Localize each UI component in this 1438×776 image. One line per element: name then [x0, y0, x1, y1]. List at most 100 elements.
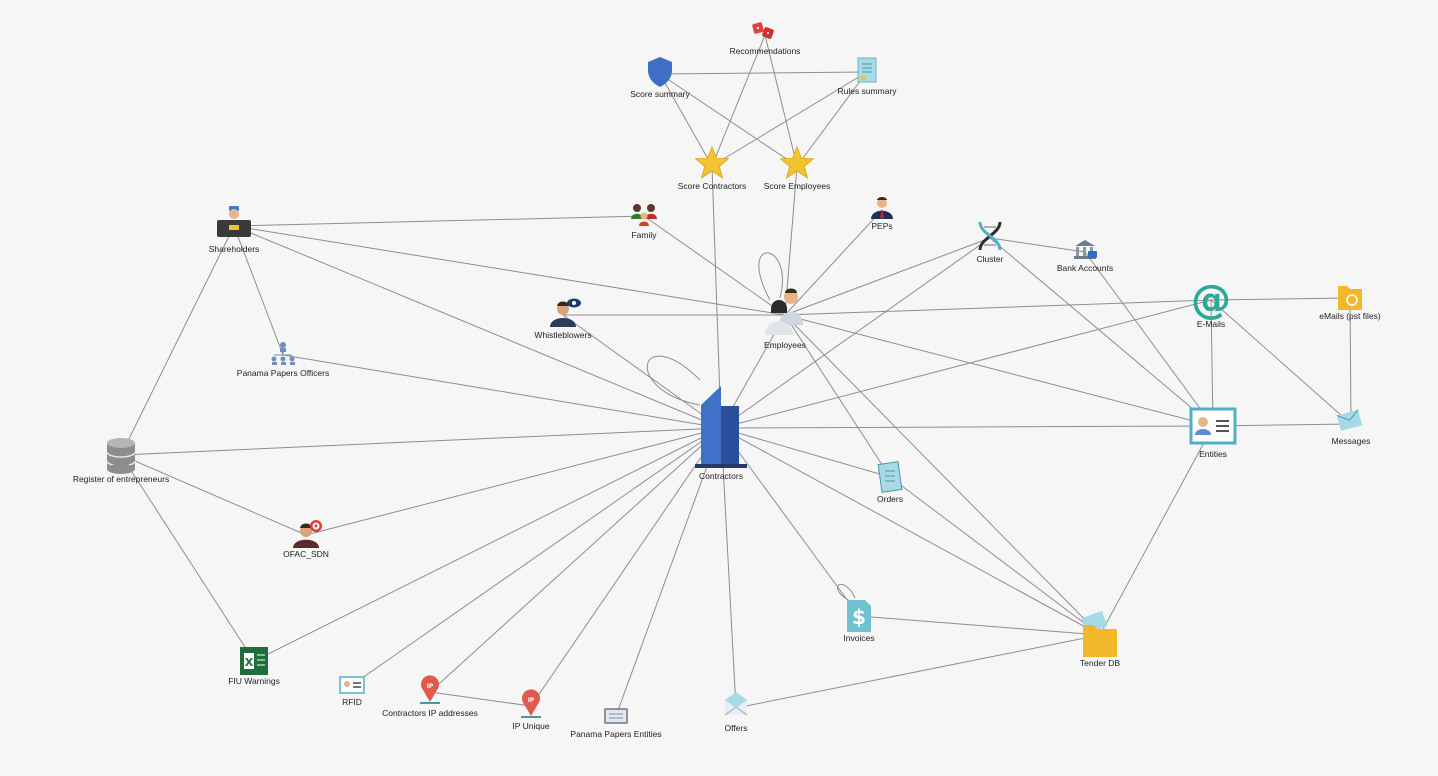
node-orders[interactable]: Orders: [877, 461, 903, 504]
node-panama-entities[interactable]: Panama Papers Entities: [570, 708, 662, 739]
edge-emails_pst-messages: [1349, 297, 1352, 425]
edge-shareholders-family: [233, 215, 645, 227]
edge-contractors-contractors_ip: [429, 427, 722, 693]
edge-emails-contractors: [720, 299, 1212, 429]
dna-icon: [978, 221, 1002, 251]
edge-emails-employees: [784, 299, 1212, 316]
edge-register-fiu: [120, 454, 255, 662]
self-loop-contractors: [646, 355, 701, 406]
screen-icon: [604, 708, 628, 724]
node-label: Entities: [1199, 449, 1227, 459]
document-icon: [857, 57, 877, 83]
businessman-icon: [217, 206, 251, 237]
node-label: PEPs: [871, 221, 892, 231]
node-label: eMails (pst files): [1319, 311, 1381, 321]
svg-text:IP: IP: [427, 683, 434, 690]
edge-cluster-employees: [784, 237, 991, 316]
edge-contractors-entities: [720, 425, 1214, 429]
edge-contractors-invoices: [720, 427, 860, 617]
edge-score_summary-rules_summary: [659, 71, 868, 75]
node-tender-db[interactable]: Tender DB: [1080, 610, 1120, 668]
id-card-icon: [1189, 407, 1237, 445]
self-loops-layer: [646, 252, 856, 601]
node-score-employees[interactable]: Score Employees: [764, 145, 831, 191]
node-messages[interactable]: Messages: [1332, 409, 1371, 446]
edge-score_summary-score_employees: [659, 73, 798, 167]
node-bank-accounts[interactable]: Bank Accounts: [1057, 240, 1113, 273]
people-icon: [765, 288, 803, 335]
edge-rules_summary-score_contractors: [711, 71, 868, 167]
node-label: Bank Accounts: [1057, 263, 1113, 273]
edge-score_summary-score_contractors: [659, 73, 713, 167]
node-entities[interactable]: Entities: [1189, 407, 1237, 459]
node-label: Score summary: [630, 89, 690, 99]
edge-offers-tender_db: [735, 634, 1101, 709]
node-fiu[interactable]: X FIU Warnings: [228, 647, 280, 686]
edge-emails-messages: [1210, 299, 1352, 425]
edge-rules_summary-score_employees: [796, 71, 868, 167]
node-ip-unique[interactable]: IP IP Unique: [512, 689, 550, 731]
node-score-summary[interactable]: Score summary: [630, 57, 691, 99]
node-rules-summary[interactable]: Rules summary: [837, 57, 897, 96]
edge-shareholders-employees: [233, 225, 786, 316]
open-envelope-icon: [724, 692, 748, 716]
edge-employees-tender_db: [784, 314, 1101, 636]
node-whistleblowers[interactable]: Whistleblowers: [534, 298, 592, 341]
edge-recommendations-score_employees: [764, 34, 798, 167]
node-shareholders[interactable]: Shareholders: [209, 206, 260, 254]
edge-peps-employees: [784, 209, 883, 316]
node-contractors[interactable]: Contractors: [695, 386, 747, 481]
edge-contractors-ofac: [305, 427, 722, 536]
star-icon: [779, 145, 815, 179]
node-label: Employees: [764, 340, 806, 350]
node-employees[interactable]: Employees: [764, 288, 806, 351]
at-sign-icon: @: [1191, 277, 1231, 323]
target-person-icon: [293, 520, 322, 548]
node-emails-pst[interactable]: eMails (pst files): [1319, 286, 1381, 321]
database-icon: [106, 438, 136, 474]
node-peps[interactable]: PEPs: [871, 197, 893, 231]
svg-text:IP: IP: [528, 697, 535, 704]
edge-shareholders-panama_officers: [233, 225, 284, 356]
node-recommendations[interactable]: Recommendations: [730, 22, 801, 56]
node-label: Contractors: [699, 471, 743, 481]
svg-text:$: $: [852, 605, 866, 629]
node-score-contractors[interactable]: Score Contractors: [678, 145, 747, 191]
edge-employees-entities: [784, 314, 1214, 427]
edge-recommendations-score_contractors: [711, 34, 766, 167]
node-cluster[interactable]: Cluster: [977, 221, 1004, 264]
node-family[interactable]: Family: [631, 204, 657, 240]
org-chart-icon: [271, 342, 295, 365]
node-rfid[interactable]: RFID: [339, 676, 365, 707]
edge-whistleblowers-contractors: [562, 314, 722, 429]
node-label: Panama Papers Entities: [570, 729, 661, 739]
edge-emails-emails_pst: [1210, 297, 1351, 301]
shield-icon: [648, 57, 672, 87]
edge-bank_accounts-entities: [1084, 251, 1214, 427]
node-label: Messages: [1332, 436, 1371, 446]
node-label: Orders: [877, 494, 903, 504]
edge-entities-tender_db: [1099, 425, 1214, 636]
node-invoices[interactable]: $ Invoices: [843, 600, 875, 643]
node-panama-officers[interactable]: Panama Papers Officers: [237, 342, 329, 378]
node-offers[interactable]: Offers: [725, 692, 748, 733]
edge-family-employees: [643, 215, 786, 316]
ip-pin-icon: IP: [521, 689, 541, 718]
edge-contractors-fiu: [253, 427, 722, 662]
node-label: Tender DB: [1080, 658, 1120, 668]
edge-cluster-bank_accounts: [989, 237, 1086, 253]
edge-employees-orders: [784, 314, 891, 478]
node-contractors-ip[interactable]: IP Contractors IP addresses: [382, 675, 478, 718]
node-label: Offers: [725, 723, 748, 733]
node-register[interactable]: Register of entrepreneurs: [73, 438, 169, 484]
node-ofac[interactable]: OFAC_SDN: [283, 520, 329, 559]
edge-contractors-orders: [720, 427, 891, 478]
node-label: FIU Warnings: [228, 676, 280, 686]
edge-contractors-rfid: [351, 427, 722, 686]
node-label: Score Contractors: [678, 181, 747, 191]
dice-icon: [752, 22, 774, 39]
node-label: Contractors IP addresses: [382, 708, 478, 718]
edge-orders-tender_db: [889, 476, 1101, 636]
node-emails[interactable]: @ E-Mails: [1191, 277, 1231, 329]
